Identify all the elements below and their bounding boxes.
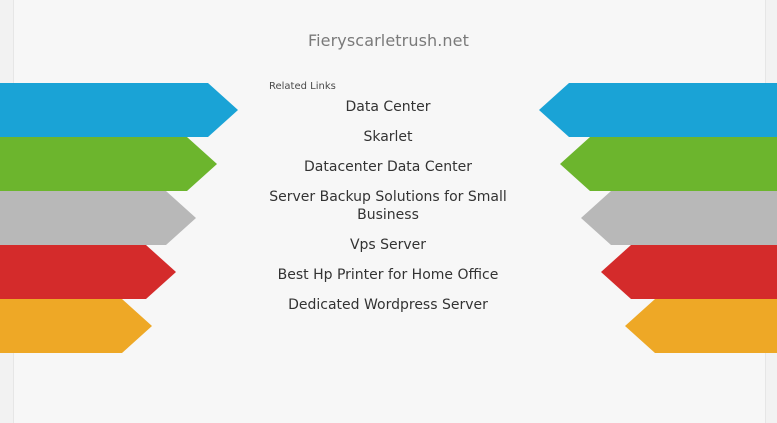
left-ribbon-red-shape [0, 245, 176, 299]
right-ribbon-blue-shape [539, 83, 777, 137]
related-link-vps-server[interactable]: Vps Server [349, 237, 427, 253]
related-links-list: Data Center Skarlet Datacenter Data Cent… [262, 98, 514, 326]
right-ribbon-green-shape [560, 137, 777, 191]
right-ribbon-gray-shape [581, 191, 777, 245]
related-link-data-center[interactable]: Data Center [345, 99, 431, 115]
related-link-dedicated-wordpress-server[interactable]: Dedicated Wordpress Server [288, 297, 488, 313]
right-ribbon-orange [625, 299, 777, 353]
left-ribbon-orange-shape [0, 299, 152, 353]
left-ribbon-gray [0, 191, 196, 245]
right-ribbon-gray [581, 191, 777, 245]
related-link-datacenter-data-center[interactable]: Datacenter Data Center [304, 159, 472, 175]
left-ribbon-blue-shape [0, 83, 238, 137]
left-ribbon-gray-shape [0, 191, 196, 245]
related-link-server-backup-solutions[interactable]: Server Backup Solutions for Small Busine… [269, 189, 507, 223]
right-ribbon-red-shape [601, 245, 777, 299]
related-link-skarlet[interactable]: Skarlet [363, 129, 413, 145]
left-ribbon-red [0, 245, 176, 299]
left-ribbon-green [0, 137, 217, 191]
left-ribbon-blue [0, 83, 238, 137]
site-domain-title: Fieryscarletrush.net [308, 31, 469, 50]
right-ribbon-blue [539, 83, 777, 137]
related-links-heading: Related Links [269, 81, 336, 92]
left-ribbon-orange [0, 299, 152, 353]
related-link-best-hp-printer[interactable]: Best Hp Printer for Home Office [277, 267, 499, 283]
left-ribbon-green-shape [0, 137, 217, 191]
right-ribbon-orange-shape [625, 299, 777, 353]
right-ribbon-red [601, 245, 777, 299]
right-ribbon-green [560, 137, 777, 191]
